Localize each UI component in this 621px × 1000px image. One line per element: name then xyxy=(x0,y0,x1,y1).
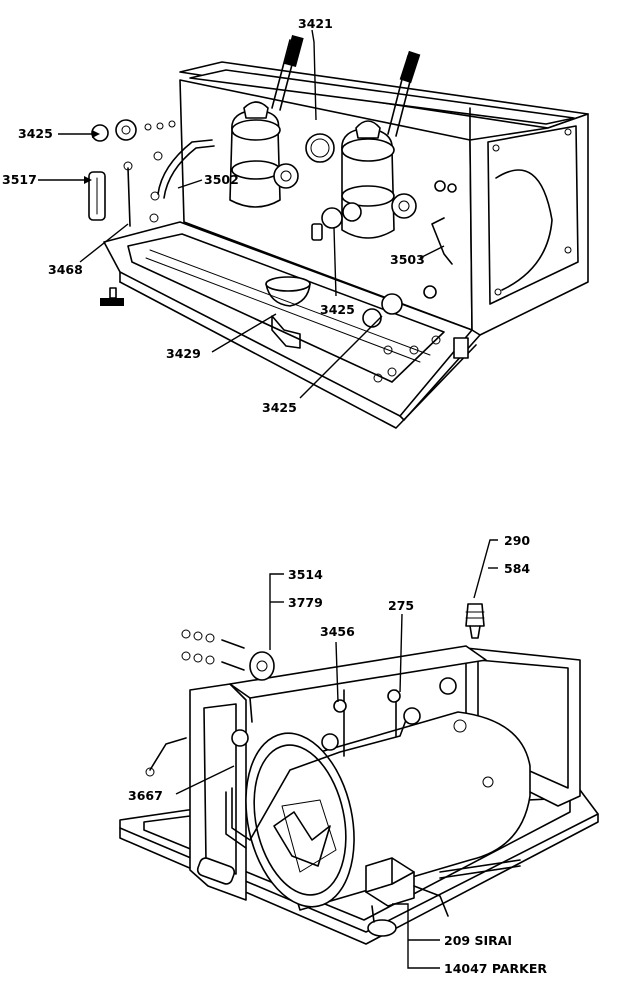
leader-3425b: 3425 xyxy=(320,227,355,317)
label-584: 584 xyxy=(504,561,530,576)
label-209-sirai: 209 SIRAI xyxy=(444,933,512,948)
label-3503: 3503 xyxy=(390,252,425,267)
label-3425a: 3425 xyxy=(18,126,53,141)
leader-290-584: 290 584 xyxy=(473,533,530,599)
label-3502: 3502 xyxy=(204,172,239,187)
label-14047-parker: 14047 PARKER xyxy=(444,961,547,976)
leader-3468: 3468 xyxy=(48,223,129,277)
leader-275: 275 xyxy=(388,598,414,693)
label-3517: 3517 xyxy=(2,172,37,187)
label-3779: 3779 xyxy=(288,595,323,610)
label-3429: 3429 xyxy=(166,346,201,361)
label-275: 275 xyxy=(388,598,414,613)
label-3456: 3456 xyxy=(320,624,355,639)
label-3667: 3667 xyxy=(128,788,163,803)
leader-3667: 3667 xyxy=(128,765,235,803)
label-3421: 3421 xyxy=(298,16,333,31)
top-machine-drawing xyxy=(88,34,589,429)
leader-3503: 3503 xyxy=(390,245,445,267)
label-3425c: 3425 xyxy=(262,400,297,415)
bottom-machine-drawing xyxy=(119,603,599,945)
leader-3425c: 3425 xyxy=(262,315,383,415)
leader-3514-3779: 3514 3779 xyxy=(269,567,323,650)
label-3468: 3468 xyxy=(48,262,83,277)
leader-3502: 3502 xyxy=(177,172,239,189)
leader-3517: 3517 xyxy=(2,172,92,187)
leader-3421: 3421 xyxy=(298,16,333,121)
leader-3456: 3456 xyxy=(320,624,355,703)
label-290: 290 xyxy=(504,533,530,548)
label-3425b: 3425 xyxy=(320,302,355,317)
label-3514: 3514 xyxy=(288,567,323,582)
leader-3429: 3429 xyxy=(166,313,277,361)
leader-209-14047: 209 SIRAI 14047 PARKER xyxy=(392,903,547,976)
leader-3425a: 3425 xyxy=(18,126,100,141)
